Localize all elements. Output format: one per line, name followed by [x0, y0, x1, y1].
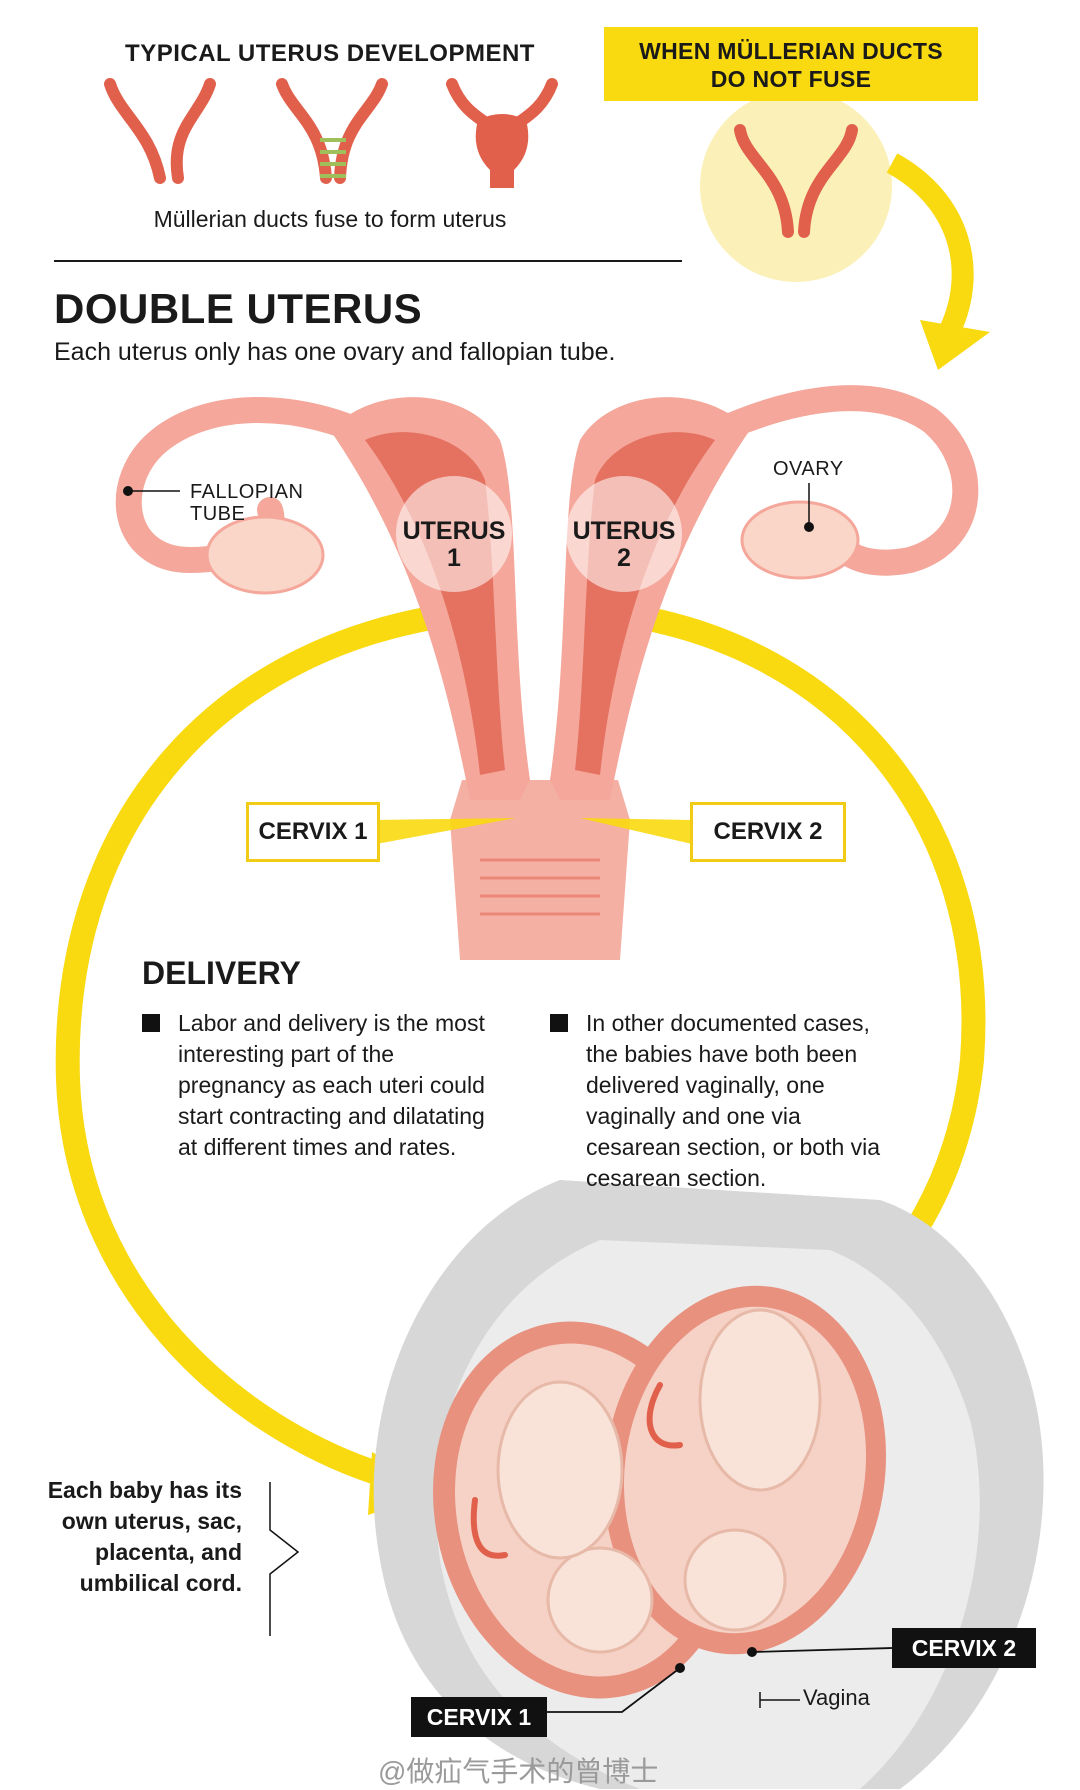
cervix-1-leader	[545, 1667, 681, 1713]
no-fuse-circle	[700, 90, 892, 282]
cervix-2-leader	[751, 1647, 893, 1653]
uterus-2-highlight	[566, 476, 682, 592]
ovary-label: OVARY	[773, 458, 844, 480]
delivery-title: DELIVERY	[142, 955, 301, 991]
no-fuse-arrowhead	[920, 320, 990, 370]
pregnancy-cervix-2-label: CERVIX 2	[892, 1628, 1036, 1668]
fetus-2	[683, 1308, 822, 1632]
bullet-square-icon	[142, 1014, 160, 1032]
typical-development-caption: Müllerian ducts fuse to form uterus	[153, 206, 507, 232]
no-fuse-title-line1: WHEN MÜLLERIAN DUCTS	[639, 38, 943, 64]
duct-stage-fused	[446, 78, 558, 188]
uterus-1-label-line1: UTERUS	[402, 517, 506, 545]
delivery-bullet-2-text: In other documented cases, the babies ha…	[586, 1010, 881, 1191]
note-bracket	[269, 1482, 300, 1636]
vagina-label: Vagina	[803, 1685, 870, 1710]
uterus-1-label-line2: 1	[447, 544, 461, 572]
fallopian-tube-label-line2: TUBE	[190, 503, 246, 525]
delivery-arc-left	[55, 600, 474, 1492]
uterus-2-label: UTERUS 2	[559, 518, 689, 572]
fallopian-tube-label-line1: FALLOPIAN	[190, 481, 304, 503]
vagina-rugae	[480, 858, 600, 916]
bullet-square-icon	[550, 1014, 568, 1032]
umbilical-cords	[470, 1382, 683, 1559]
cervix-2-pointer	[580, 818, 692, 844]
uterus-2-label-line2: 2	[617, 544, 631, 572]
cervix-1-label: CERVIX 1	[246, 802, 380, 862]
fallopian-tube-right	[687, 385, 979, 576]
ovary-left	[205, 515, 325, 595]
no-fuse-label-box	[604, 27, 978, 101]
duct-unfused-large	[734, 124, 858, 238]
no-fuse-title: WHEN MÜLLERIAN DUCTS DO NOT FUSE	[604, 37, 978, 93]
uterus-1-highlight	[396, 476, 512, 592]
ovary-right	[740, 500, 860, 580]
no-fuse-title-line2: DO NOT FUSE	[710, 66, 872, 92]
cervix-2-label: CERVIX 2	[690, 802, 846, 862]
uterus-2-label-line1: UTERUS	[572, 517, 676, 545]
cervix-1-pointer	[376, 818, 516, 844]
uterus-1-label: UTERUS 1	[389, 518, 519, 572]
fusion-marker	[320, 138, 346, 178]
vagina-canal	[450, 780, 630, 960]
baby-note: Each baby has its own uterus, sac, place…	[47, 1477, 242, 1596]
typical-development-title: TYPICAL UTERUS DEVELOPMENT	[125, 40, 535, 67]
fetus-1	[496, 1380, 654, 1654]
no-fuse-arrow	[886, 153, 974, 335]
watermark: @做疝气手术的曾博士	[378, 1756, 659, 1787]
fallopian-tube-label: FALLOPIAN TUBE	[190, 481, 303, 525]
double-uterus-subtitle: Each uterus only has one ovary and fallo…	[54, 338, 616, 366]
pregnancy-cervix-1-label: CERVIX 1	[411, 1697, 547, 1737]
double-uterus-title: DOUBLE UTERUS	[54, 285, 423, 332]
duct-stage-unfused	[104, 78, 216, 184]
delivery-bullet-1-text: Labor and delivery is the most interesti…	[178, 1010, 485, 1160]
